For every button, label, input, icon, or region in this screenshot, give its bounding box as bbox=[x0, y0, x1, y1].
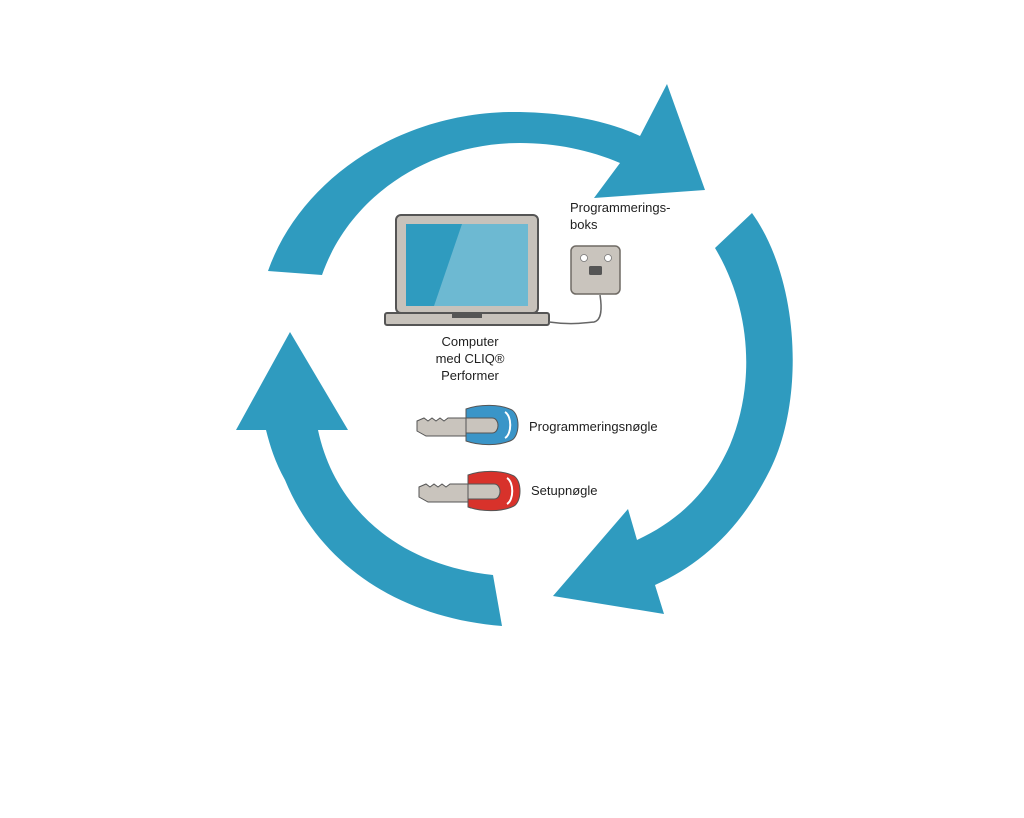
programming-key-label: Programmeringsnøgle bbox=[529, 419, 658, 434]
programming-box-icon bbox=[570, 245, 621, 295]
cycle-arrow-left bbox=[236, 332, 502, 626]
laptop-screen bbox=[406, 224, 528, 306]
box-key-slot-left bbox=[580, 254, 588, 262]
programming-box-label: Programmerings- boks bbox=[570, 199, 670, 233]
key-blade bbox=[418, 483, 473, 503]
key-head-rim bbox=[504, 411, 512, 439]
key-head-rim bbox=[506, 477, 514, 505]
setup-key-label: Setupnøgle bbox=[531, 483, 598, 498]
laptop-base bbox=[384, 312, 550, 326]
cycle-arrow-top bbox=[268, 84, 705, 275]
laptop-icon bbox=[384, 214, 550, 326]
laptop-trackpad-notch bbox=[452, 314, 482, 318]
computer-label-line3: Performer bbox=[441, 368, 499, 383]
screen-glare bbox=[434, 224, 528, 306]
usb-cable bbox=[548, 294, 602, 325]
setup-key-icon bbox=[418, 470, 521, 512]
box-logo bbox=[589, 266, 602, 275]
computer-label-line1: Computer bbox=[441, 334, 499, 349]
key-head-inlay bbox=[467, 483, 501, 500]
box-label-line1: Programmerings- bbox=[570, 200, 671, 215]
box-key-slot-right bbox=[604, 254, 612, 262]
box-label-line2: boks bbox=[570, 217, 598, 232]
computer-label-line2: med CLIQ® bbox=[435, 351, 505, 366]
key-head-inlay bbox=[465, 417, 499, 434]
computer-label: Computer med CLIQ® Performer bbox=[400, 333, 540, 384]
cycle-arrow-right bbox=[553, 213, 793, 614]
key-blade bbox=[416, 417, 471, 437]
cycle-arrows-icon bbox=[236, 84, 793, 626]
programming-key-icon bbox=[416, 404, 519, 446]
